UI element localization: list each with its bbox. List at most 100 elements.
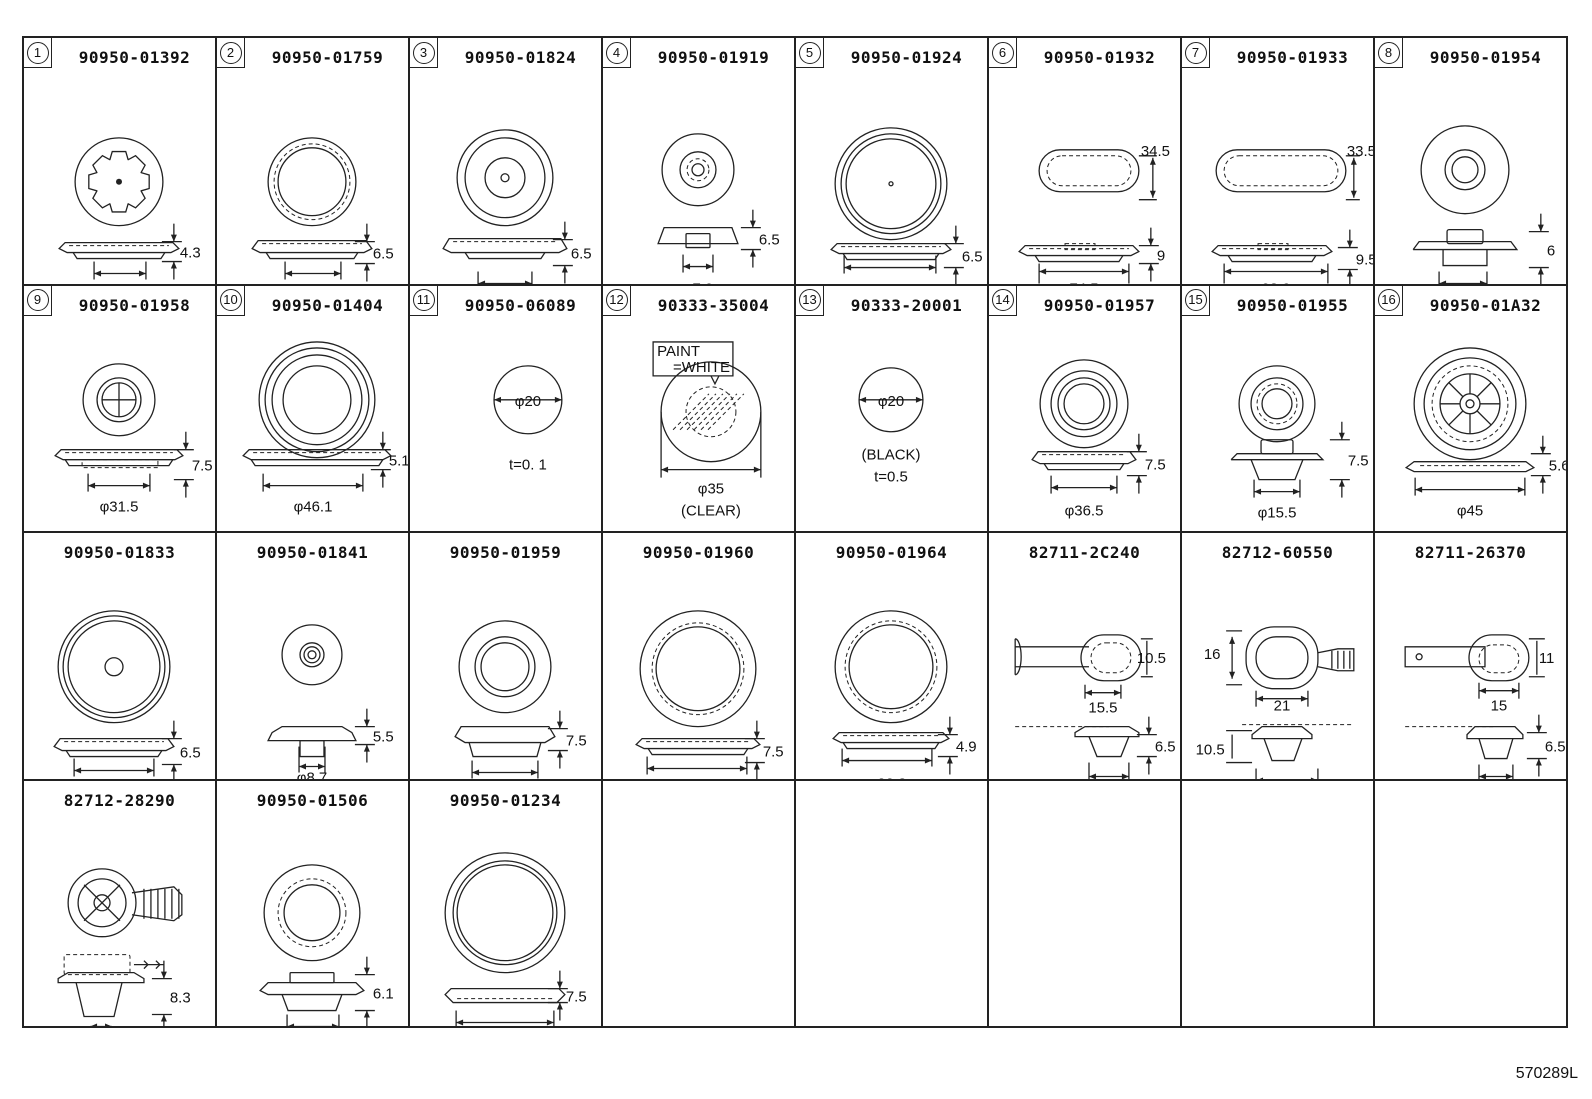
index-badge: 11 xyxy=(410,285,438,316)
index-badge: 15 xyxy=(1182,285,1210,316)
index-number: 9 xyxy=(26,289,49,311)
part-drawing: φ46.57.5 xyxy=(603,567,784,781)
part-drawing: φ66.36.5 xyxy=(796,72,983,286)
height-label: 6.5 xyxy=(571,246,592,263)
part-drawing: φ18.16.1 xyxy=(217,815,394,1027)
height-label: 7.5 xyxy=(1145,456,1166,473)
part-number: 90950-01392 xyxy=(78,48,191,67)
part-drawing: φ13.96.5 xyxy=(410,72,592,284)
index-number: 7 xyxy=(1184,41,1207,64)
diameter-label: φ36.5 xyxy=(1065,502,1104,519)
empty-cell xyxy=(603,780,796,1028)
part-number: 90950-01404 xyxy=(271,295,384,315)
index-badge: 8 xyxy=(1375,38,1403,68)
part-drawing: φ20(BLACK)t=0.5 xyxy=(796,320,987,485)
part-drawing: φ13.56 xyxy=(1375,72,1555,284)
width-label: 34.5 xyxy=(1141,143,1170,160)
index-number: 12 xyxy=(605,289,628,311)
height-label: 5.5 xyxy=(373,729,394,746)
part-figure: φ13.96.5 xyxy=(443,130,592,284)
part-figure: φ22.84.9 xyxy=(833,611,977,779)
index-badge: 4 xyxy=(603,38,631,68)
index-badge: 5 xyxy=(796,38,824,68)
part-drawing: φ25.34.3 xyxy=(24,72,201,286)
part-figure: φ46.15.1 xyxy=(243,341,410,515)
width-label: 11 xyxy=(1539,650,1555,667)
width-label: 16 xyxy=(1204,646,1221,663)
height-label: 7.5 xyxy=(763,744,784,761)
height-label: 5.1 xyxy=(389,452,410,469)
index-number: 8 xyxy=(1377,41,1400,64)
part-number: 90950-01958 xyxy=(78,295,191,315)
length-label: 15 xyxy=(1491,698,1508,715)
height-label: 8.3 xyxy=(170,989,191,1006)
height-label: 7.5 xyxy=(192,457,213,474)
thickness-label: t=0.5 xyxy=(874,468,908,485)
part-figure: φ46.57.5 xyxy=(636,611,784,781)
part-number: 90950-01933 xyxy=(1236,48,1349,67)
paint-label-2: =WHITE xyxy=(673,358,730,375)
height-label: 6.5 xyxy=(1155,739,1176,756)
index-badge: 3 xyxy=(410,38,438,68)
part-number: 82712-60550 xyxy=(1221,543,1334,562)
index-badge: 9 xyxy=(24,285,52,316)
thickness-label: t=0. 1 xyxy=(509,456,547,473)
note-label: (CLEAR) xyxy=(681,502,741,519)
part-figure: φ66.36.5 xyxy=(831,128,983,286)
width-label: 33.5 xyxy=(1347,143,1375,160)
part-number: 90950-01959 xyxy=(449,543,562,562)
height-label: 6.1 xyxy=(373,985,394,1002)
part-drawing: φ11.88.3 xyxy=(24,815,191,1027)
part-number: 90950-01964 xyxy=(835,543,948,562)
index-badge: 7 xyxy=(1182,38,1210,68)
diameter-label: φ15.5 xyxy=(1258,504,1297,521)
empty-cell xyxy=(989,780,1182,1028)
height-label: 10.5 xyxy=(1196,742,1225,759)
height-label: 7.5 xyxy=(1348,452,1369,469)
part-number: 90950-01955 xyxy=(1236,295,1349,315)
part-figure: φ7.96.5 xyxy=(658,134,780,284)
height-label: 7.5 xyxy=(566,988,587,1005)
paint-label-1: PAINT xyxy=(657,342,700,359)
length-label: 15.5 xyxy=(1088,700,1117,717)
part-figure: φ59.57.5 xyxy=(445,852,587,1028)
index-badge: 12 xyxy=(603,285,631,316)
index-badge: 16 xyxy=(1375,285,1403,316)
part-figure: φ25.34.3 xyxy=(59,138,201,286)
part-figure: φ24.56.5 xyxy=(252,138,394,286)
diameter-label: φ20 xyxy=(515,392,541,409)
height-label: 4.9 xyxy=(956,739,977,756)
part-figure: φ29.56.5 xyxy=(54,611,201,781)
height-label: 5.6 xyxy=(1549,457,1568,474)
part-drawing: φ8.75.5 xyxy=(217,567,394,779)
part-figure: φ20 t=0. 1 xyxy=(494,365,562,473)
height-label: 6.5 xyxy=(373,246,394,263)
part-number: 90950-01824 xyxy=(464,48,577,67)
part-number: 82711-2C240 xyxy=(1028,543,1141,562)
part-number: 82712-28290 xyxy=(63,790,176,810)
width-label: 10.5 xyxy=(1137,650,1166,667)
part-number: 90950-01234 xyxy=(449,790,562,810)
part-drawing: 33.593.99.5 xyxy=(1182,143,1375,284)
part-number: 90950-01833 xyxy=(63,543,176,562)
